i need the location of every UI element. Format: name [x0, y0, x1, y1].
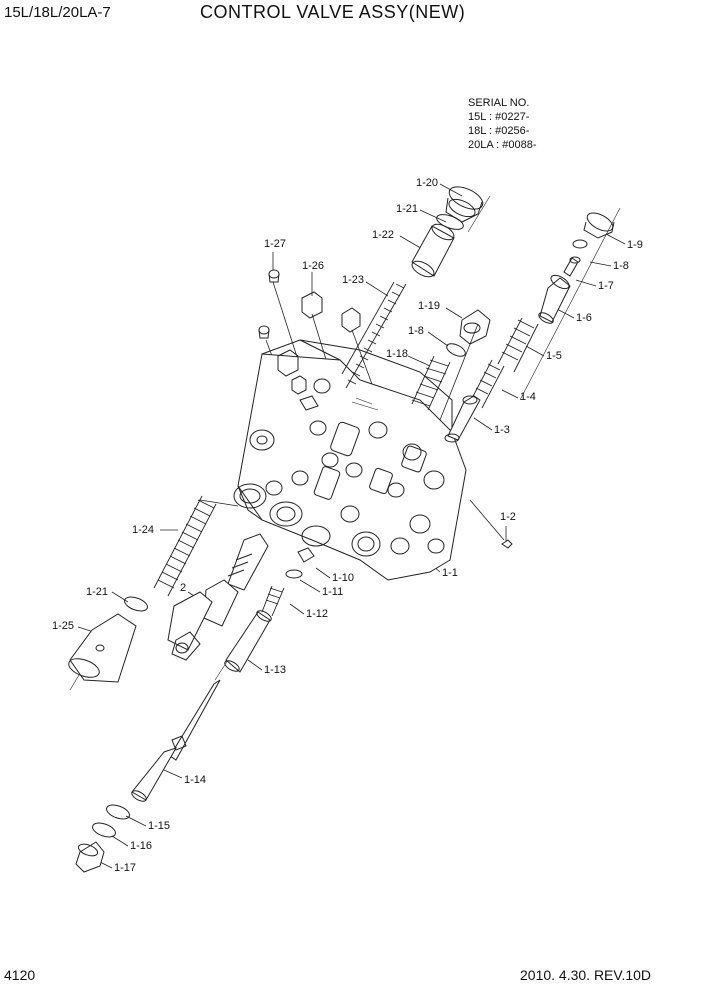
spring-1-12: [262, 586, 284, 616]
callout-1-7: 1-7: [598, 280, 614, 292]
pin-1-2: [502, 540, 512, 548]
plugs: [259, 270, 360, 394]
cap-1-25: [66, 614, 136, 682]
callout-1-5: 1-5: [546, 350, 562, 362]
callout-1-25: 1-25: [52, 620, 75, 632]
callout-2: 2: [180, 582, 187, 594]
spring-1-18: [412, 356, 450, 410]
callout-1-21-left: 1-21: [86, 586, 109, 598]
callout-1-26: 1-26: [302, 260, 325, 272]
washer-1-15: [105, 802, 132, 821]
callout-1-10: 1-10: [332, 572, 355, 584]
shaft-1-14: [130, 680, 220, 803]
sleeve-1-13: [223, 609, 273, 674]
callout-1-6: 1-6: [576, 312, 592, 324]
callout-1-11: 1-11: [322, 586, 344, 598]
callout-1-9: 1-9: [627, 239, 643, 251]
callout-1-2: 1-2: [500, 511, 516, 523]
serial-heading: SERIAL NO.: [468, 97, 530, 109]
piston-1-6: [537, 273, 571, 326]
callout-1-22: 1-22: [372, 229, 395, 241]
callout-1-13: 1-13: [264, 664, 287, 676]
callout-1-19: 1-19: [418, 300, 441, 312]
plug-1-17: [76, 842, 104, 872]
valve-body: [234, 340, 466, 580]
callout-1-21: 1-21: [396, 203, 419, 215]
spring-1-23: [342, 282, 406, 388]
o-ring-1-8: [445, 341, 467, 359]
cap-1-20: [446, 182, 486, 222]
callout-1-14: 1-14: [184, 774, 207, 786]
o-ring-1-8b: [573, 240, 587, 248]
serial-line: 15L : #0227-: [468, 111, 530, 123]
callout-1-18: 1-18: [386, 348, 409, 360]
cap-1-19: [460, 310, 490, 344]
callout-1-4: 1-4: [520, 391, 536, 403]
serial-line: 20LA : #0088-: [468, 139, 537, 151]
sleeve-1-22: [410, 221, 457, 280]
page-number: 4120: [4, 967, 36, 983]
spool-1-3: [445, 396, 480, 442]
page-title: CONTROL VALVE ASSY(NEW): [200, 2, 466, 22]
callout-1-8: 1-8: [408, 325, 424, 337]
callout-1-27: 1-27: [264, 238, 287, 250]
callout-1-23: 1-23: [342, 274, 365, 286]
serial-line: 18L : #0256-: [468, 125, 530, 137]
solenoid-valve-2: [168, 534, 268, 660]
callout-1-16: 1-16: [130, 840, 153, 852]
o-ring-1-11: [286, 570, 302, 578]
model-code: 15L/18L/20LA-7: [4, 4, 111, 21]
callout-1-20: 1-20: [416, 177, 439, 189]
plug-1-10: [298, 548, 314, 562]
spool-1-7: [564, 257, 580, 276]
spring-1-4: [470, 360, 504, 408]
callout-1-24: 1-24: [132, 524, 155, 536]
plug-1-9: [584, 209, 616, 238]
ring-1-16: [91, 820, 118, 839]
spring-1-24: [154, 496, 216, 596]
callout-1-17: 1-17: [114, 862, 137, 874]
callout-1-15: 1-15: [148, 820, 171, 832]
serial-number-block: SERIAL NO. 15L : #0227- 18L : #0256- 20L…: [468, 96, 537, 152]
callout-1-8-right: 1-8: [613, 260, 629, 272]
callout-1-3: 1-3: [494, 424, 510, 436]
callout-1-1: 1-1: [442, 567, 458, 579]
spring-1-5: [498, 318, 538, 372]
callout-1-12: 1-12: [306, 608, 329, 620]
revision-date: 2010. 4.30. REV.10D: [520, 967, 652, 983]
o-ring-1-21b: [123, 594, 150, 613]
